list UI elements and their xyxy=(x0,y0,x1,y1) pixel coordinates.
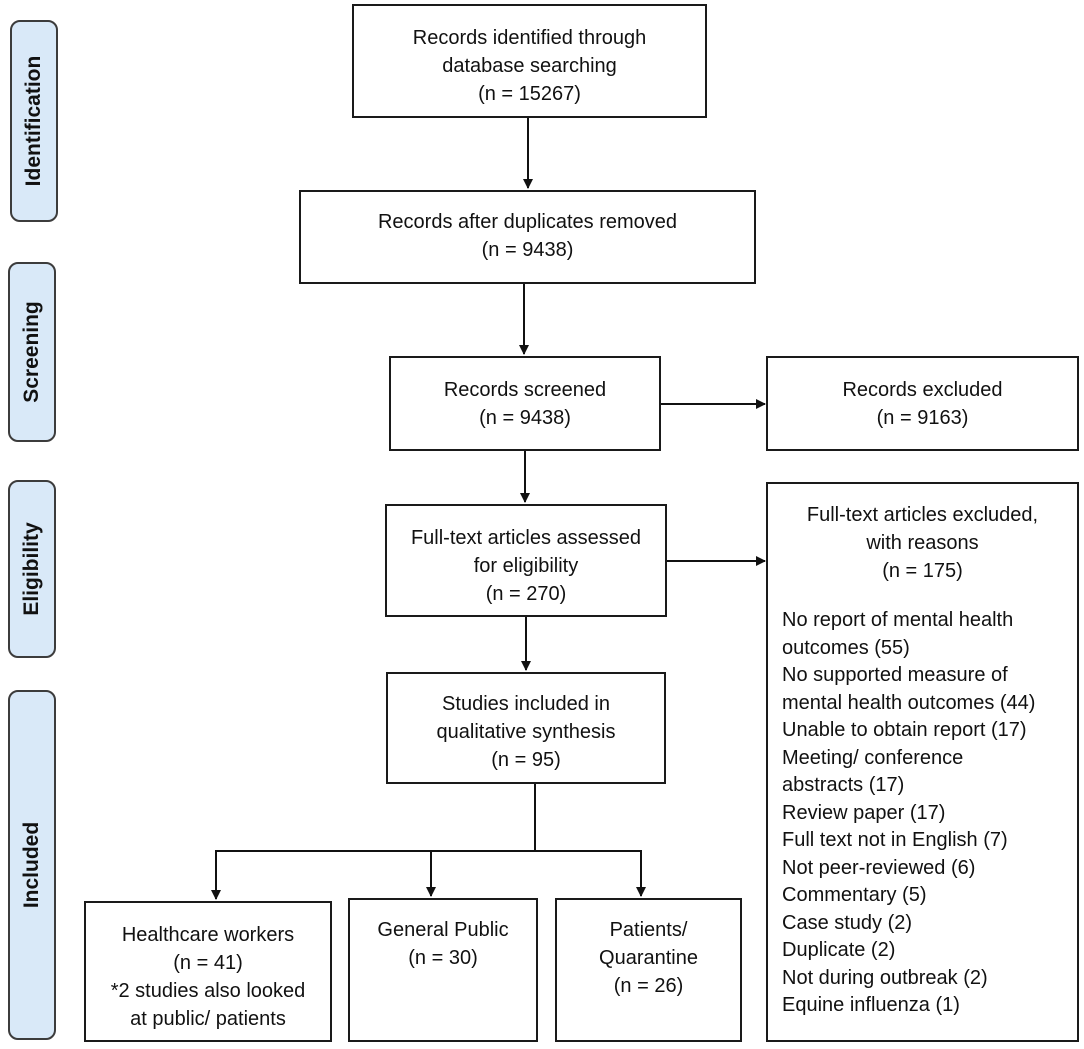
list-item: Meeting/ conference xyxy=(782,746,964,769)
list-item: mental health outcomes (44) xyxy=(782,691,1036,714)
list-item: No supported measure of xyxy=(782,664,1008,686)
list-item: Duplicate (2) xyxy=(782,939,896,961)
box-count: (n = 9438) xyxy=(481,239,574,261)
list-item: Unable to obtain report (17) xyxy=(782,719,1027,741)
list-item: Full text not in English (7) xyxy=(782,829,1008,851)
box-healthcare-workers: Healthcare workers (n = 41) *2 studies a… xyxy=(84,901,332,1042)
list-item: abstracts (17) xyxy=(782,774,905,796)
box-text-line: Studies included in xyxy=(442,693,610,715)
box-count: (n = 270) xyxy=(485,583,567,605)
box-text-line: General Public xyxy=(377,919,509,941)
box-patients-quarantine: Patients/ Quarantine (n = 26) xyxy=(555,898,742,1042)
box-text-line: Records identified through xyxy=(412,27,647,49)
box-count: (n = 15267) xyxy=(478,83,581,105)
box-fulltext-excluded: Full-text articles excluded, with reason… xyxy=(766,482,1079,1042)
stage-eligibility: Eligibility xyxy=(8,480,56,658)
box-general-public: General Public (n = 30) xyxy=(348,898,538,1042)
box-text-line: Healthcare workers xyxy=(121,924,295,946)
list-item: outcomes (55) xyxy=(782,636,910,659)
box-text-line: Records excluded xyxy=(842,379,1003,401)
list-item: No report of mental health xyxy=(782,609,1014,631)
list-item: Not peer-reviewed (6) xyxy=(782,856,976,879)
box-text-line: Records after duplicates removed xyxy=(377,211,678,233)
box-text-line: Full-text articles assessed xyxy=(410,527,642,549)
box-text-line: Records screened xyxy=(443,379,607,401)
stage-included: Included xyxy=(8,690,56,1040)
box-records-screened: Records screened (n = 9438) xyxy=(389,356,661,451)
box-text-line: database searching xyxy=(442,55,617,77)
box-studies-included: Studies included in qualitative synthesi… xyxy=(386,672,666,784)
box-count: (n = 41) xyxy=(173,952,243,974)
box-text-line: Full-text articles excluded, xyxy=(806,504,1039,526)
box-records-identified: Records identified through database sear… xyxy=(352,4,707,118)
list-item: Equine influenza (1) xyxy=(782,994,960,1016)
list-item: Not during outbreak (2) xyxy=(782,966,988,989)
list-item: Review paper (17) xyxy=(782,801,946,824)
box-count: (n = 95) xyxy=(491,749,561,771)
list-item: Commentary (5) xyxy=(782,884,927,906)
box-text-line: at public/ patients xyxy=(130,1008,286,1030)
box-records-excluded: Records excluded (n = 9163) xyxy=(766,356,1079,451)
box-count: (n = 175) xyxy=(882,560,963,582)
box-text-line: for eligibility xyxy=(473,555,579,577)
box-count: (n = 9438) xyxy=(479,407,571,429)
box-text-line: Patients/ xyxy=(609,919,688,941)
box-count: (n = 26) xyxy=(613,975,684,997)
box-text-line: *2 studies also looked xyxy=(110,980,306,1002)
box-count: (n = 9163) xyxy=(876,407,969,429)
box-text-line: with reasons xyxy=(866,532,979,554)
box-count: (n = 30) xyxy=(408,947,478,969)
box-duplicates-removed: Records after duplicates removed (n = 94… xyxy=(299,190,756,284)
exclusion-reasons-list: No report of mental health outcomes (55)… xyxy=(768,607,1077,1020)
list-item: Case study (2) xyxy=(782,911,913,934)
stage-screening: Screening xyxy=(8,262,56,442)
box-text-line: Quarantine xyxy=(599,947,698,969)
box-fulltext-assessed: Full-text articles assessed for eligibil… xyxy=(385,504,667,617)
box-text-line: qualitative synthesis xyxy=(436,721,616,743)
stage-identification: Identification xyxy=(10,20,58,222)
